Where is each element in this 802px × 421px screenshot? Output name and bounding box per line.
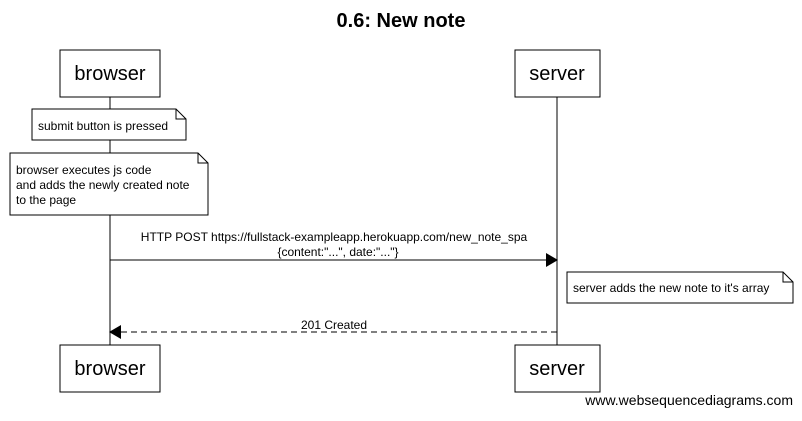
participant-label-server-top: server <box>529 63 585 85</box>
note-text-line: and adds the newly created note <box>16 178 190 192</box>
participant-label-browser-top: browser <box>74 63 145 85</box>
participant-browser-top: browser <box>59 49 161 98</box>
message-201-created: 201 Created <box>109 318 557 339</box>
note-browser-executes-js: browser executes js code and adds the ne… <box>9 152 209 216</box>
note-server-adds-note: server adds the new note to it's array <box>566 271 794 304</box>
participant-label-browser-bottom: browser <box>74 358 145 380</box>
message-label-line: 201 Created <box>301 318 367 332</box>
message-post-new-note: HTTP POST https://fullstack-exampleapp.h… <box>110 230 558 267</box>
participant-server-top: server <box>514 49 601 98</box>
note-text-line: server adds the new note to it's array <box>573 281 769 295</box>
participant-server-bottom: server <box>514 344 601 393</box>
watermark-text: www.websequencediagrams.com <box>584 392 793 408</box>
note-text-line: browser executes js code <box>16 163 152 177</box>
message-label-line: HTTP POST https://fullstack-exampleapp.h… <box>141 230 528 244</box>
message-label-line: {content:"...", date:"..."} <box>277 245 398 259</box>
participant-browser-bottom: browser <box>59 344 161 393</box>
note-text-line: to the page <box>16 193 76 207</box>
note-submit-pressed: submit button is pressed <box>31 108 187 141</box>
participant-label-server-bottom: server <box>529 358 585 380</box>
diagram-title: 0.6: New note <box>337 10 466 32</box>
note-text-line: submit button is pressed <box>38 119 168 133</box>
